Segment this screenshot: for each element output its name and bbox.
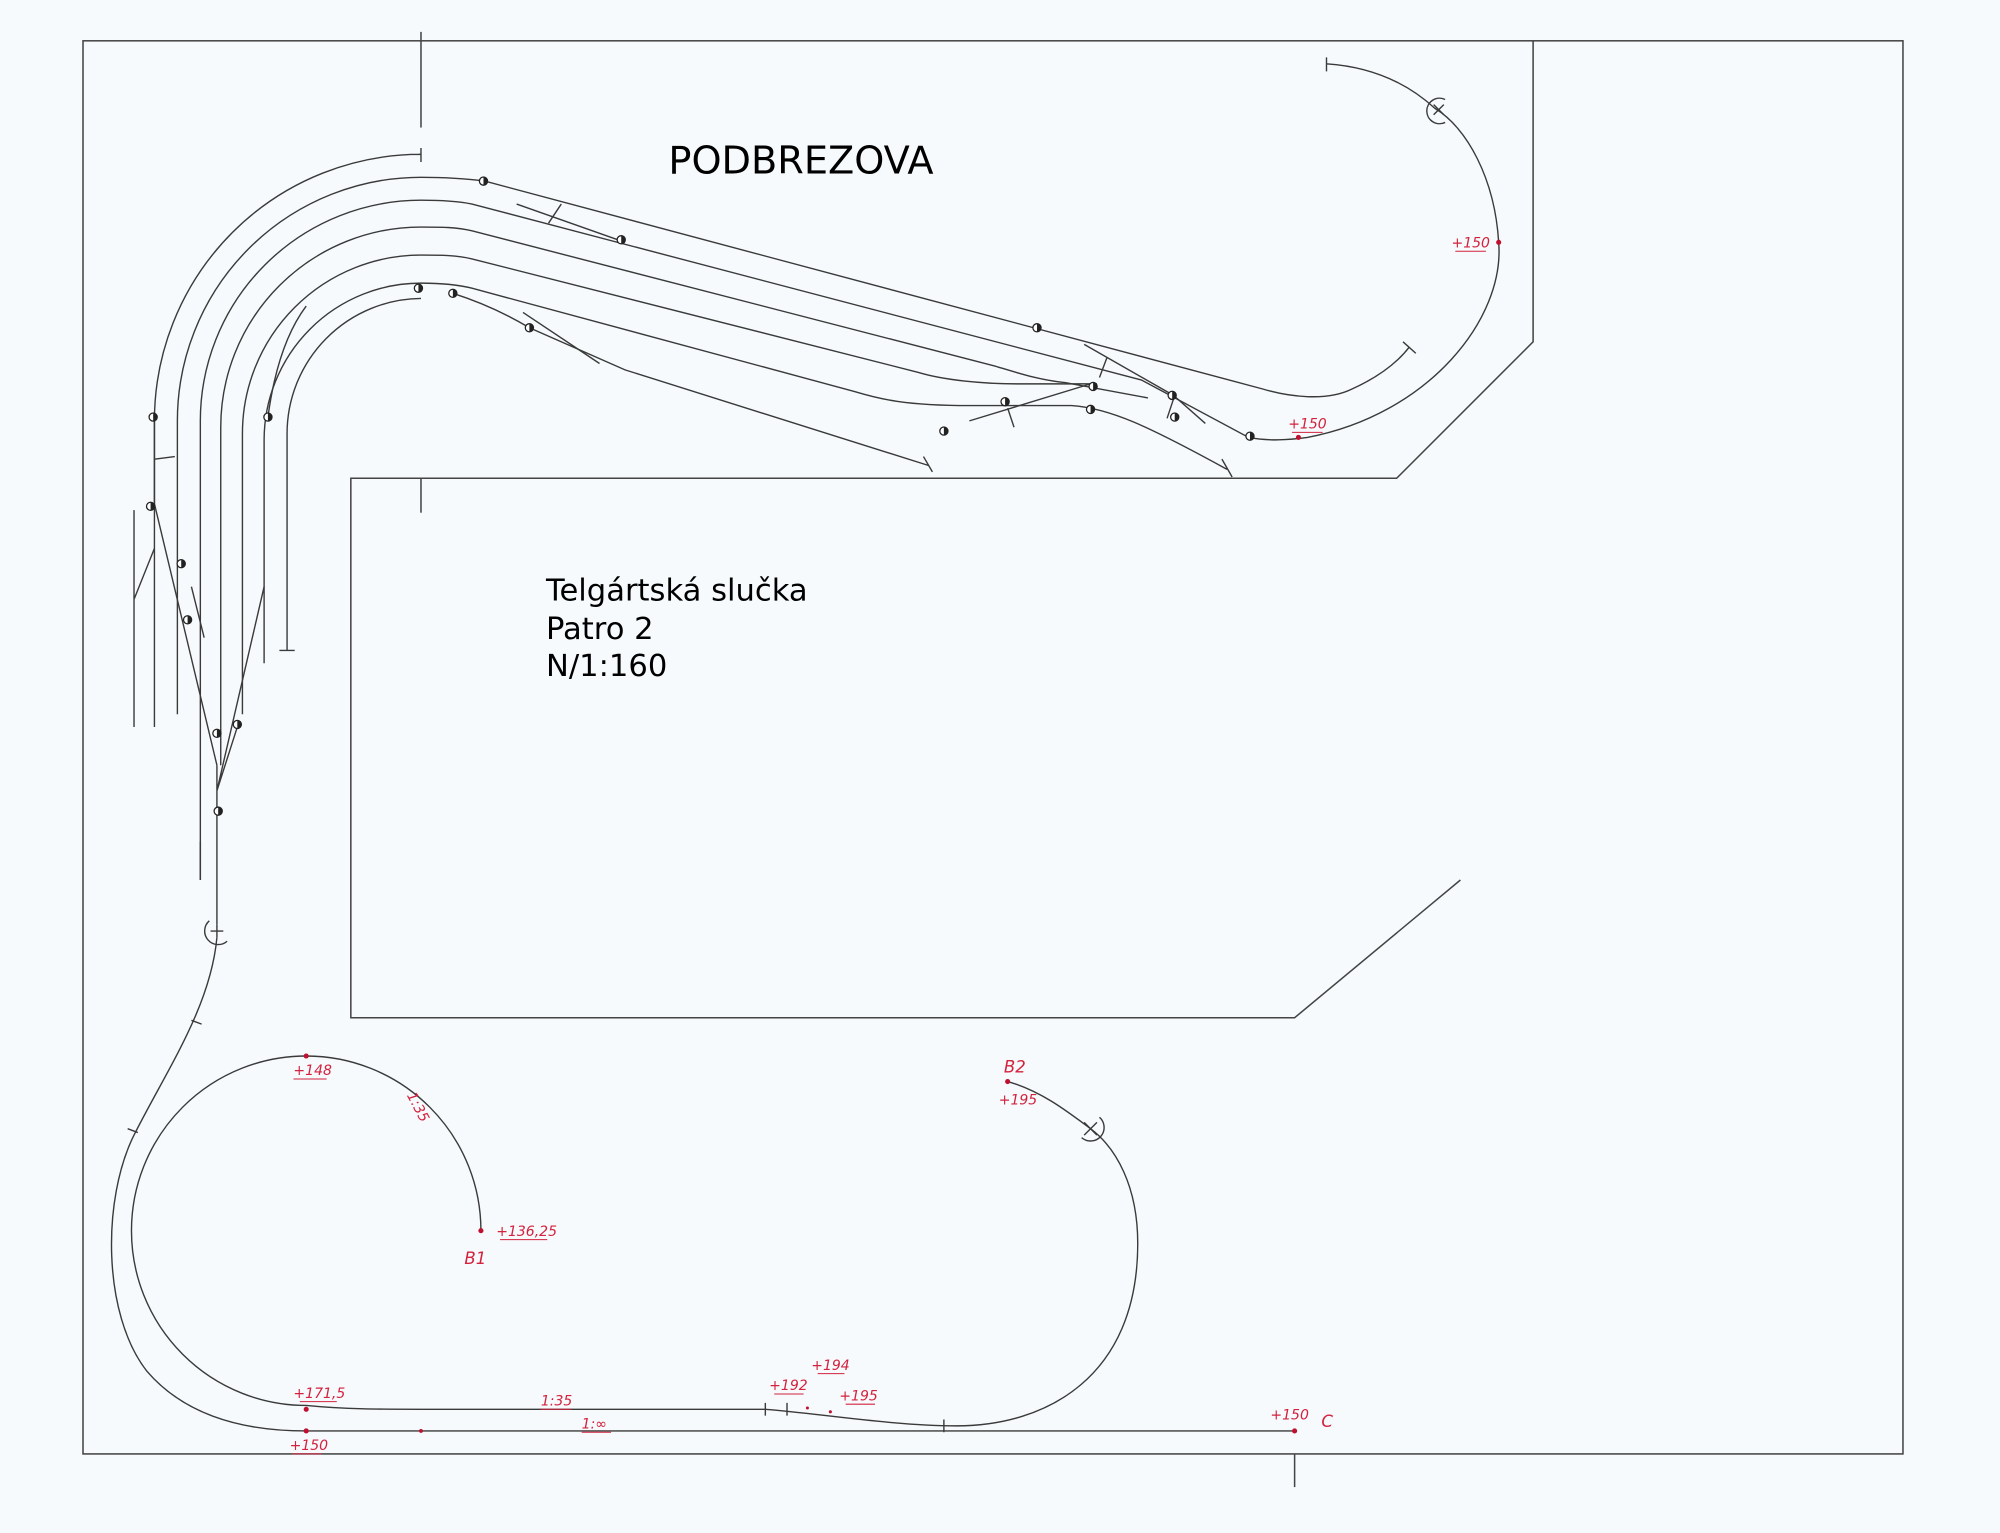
outer-frame xyxy=(82,40,1904,1455)
podbrezova-station-tracks xyxy=(133,57,1500,925)
helix-crossing-icon xyxy=(203,920,228,946)
turnout-marker-fill xyxy=(150,502,155,511)
endpoint-label: C xyxy=(1321,1412,1333,1431)
turnout-marker-fill xyxy=(943,426,948,436)
height-label: +136,25 xyxy=(496,1224,557,1240)
left-ladder xyxy=(133,420,295,925)
height-point xyxy=(303,1053,309,1059)
height-label: +192 xyxy=(769,1378,808,1394)
inner-cutout xyxy=(350,40,1534,1019)
endpoint-label: B1 xyxy=(464,1249,486,1268)
turnout-marker-fill xyxy=(237,720,242,729)
gradient-label: 1:∞ xyxy=(582,1416,607,1432)
track-1 xyxy=(176,176,1417,715)
height-point xyxy=(828,1410,832,1414)
height-label: +150 xyxy=(1451,235,1490,251)
height-point xyxy=(1292,1428,1298,1434)
helix-crossing-icon xyxy=(1081,1116,1105,1142)
lower-loops xyxy=(110,937,1295,1433)
height-label: +150 xyxy=(1288,417,1327,433)
crossing-symbols xyxy=(203,97,1446,1142)
height-point xyxy=(303,1406,309,1412)
turnout-marker-fill xyxy=(1005,397,1010,406)
turnout-marker-fill xyxy=(267,412,273,422)
height-label: +150 xyxy=(1270,1407,1309,1423)
endpoint-label: B2 xyxy=(1004,1058,1026,1077)
plan-level: Patro 2 xyxy=(546,612,654,647)
height-point xyxy=(1496,239,1502,245)
plan-name: Telgártská slučka xyxy=(545,574,808,609)
turnout-marker-fill xyxy=(452,289,457,298)
turnout-marker-fill xyxy=(1090,405,1095,414)
height-point xyxy=(1005,1078,1011,1085)
turnout-marker-fill xyxy=(529,323,534,332)
ticks xyxy=(127,1019,945,1433)
height-label: +194 xyxy=(811,1358,850,1374)
turnout-marker-fill xyxy=(181,559,186,568)
plan-scale: N/1:160 xyxy=(546,649,667,684)
turnout-marker-fill xyxy=(1249,432,1255,441)
turnout-marker-fill xyxy=(1093,382,1098,391)
height-label: +171,5 xyxy=(293,1386,345,1402)
track-5 xyxy=(263,282,1233,664)
helix-crossing-icon xyxy=(1426,97,1446,125)
height-label: +195 xyxy=(999,1092,1038,1108)
height-point xyxy=(303,1428,309,1434)
gradient-label: 1:35 xyxy=(403,1090,432,1125)
crossover xyxy=(267,203,1206,428)
turnout-markers xyxy=(145,176,1255,816)
height-point xyxy=(478,1228,484,1234)
baseboard-outline xyxy=(82,31,1904,1488)
track-4 xyxy=(241,254,1097,715)
turnout-marker-fill xyxy=(621,235,626,244)
inner-loop-b1 xyxy=(130,1055,1139,1427)
height-label: +150 xyxy=(290,1438,329,1454)
track-3 xyxy=(220,226,1149,766)
turnout-marker-fill xyxy=(218,807,223,816)
height-point xyxy=(1295,434,1301,441)
height-points xyxy=(303,239,1502,1434)
turnout-marker-fill xyxy=(1172,391,1177,400)
turnout-marker-fill xyxy=(187,615,192,624)
turnout-marker-fill xyxy=(483,177,488,186)
height-point xyxy=(805,1406,809,1410)
annotations: +150 +150 +148 1:35 +136,25 B1 B2 +195 +… xyxy=(290,235,1490,1455)
turnout-marker-fill xyxy=(216,729,222,738)
track-0 xyxy=(153,147,422,727)
height-label: +195 xyxy=(839,1388,878,1404)
station-title: PODBREZOVA xyxy=(668,138,933,183)
height-point xyxy=(419,1429,423,1433)
height-label: +148 xyxy=(293,1063,332,1079)
turnout-marker-fill xyxy=(153,412,158,422)
gradient-label: 1:35 xyxy=(541,1393,573,1409)
turnout-marker-fill xyxy=(418,284,423,293)
turnout-marker-fill xyxy=(1174,412,1179,422)
outer-helix-line xyxy=(110,937,1295,1432)
turnout-marker-fill xyxy=(1036,323,1042,332)
